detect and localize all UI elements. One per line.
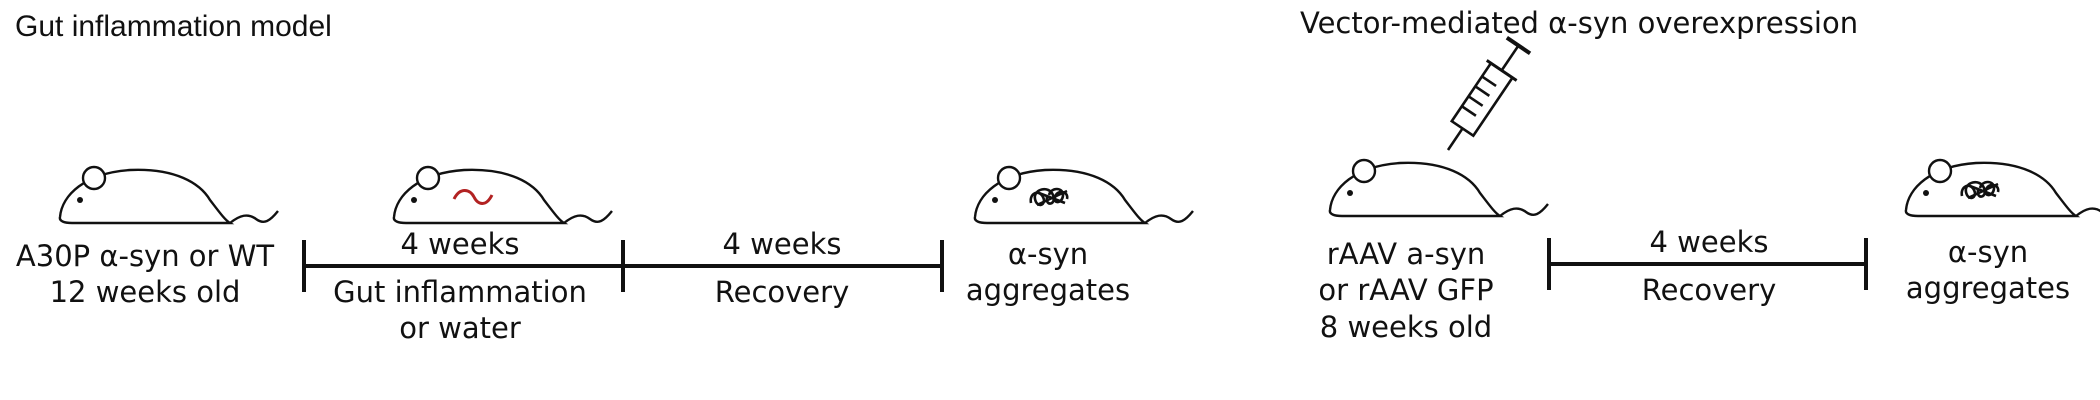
gut-inflammation-panel: Gut inflammation model [15, 10, 1194, 346]
syringe-icon [1446, 36, 1532, 151]
phase-recovery-duration: 4 weeks [1649, 225, 1769, 259]
vector-timeline-art [1328, 36, 2100, 290]
timeline-gut [302, 240, 944, 292]
aggregate-icon [1029, 187, 1069, 207]
phase-inflammation-duration: 4 weeks [400, 227, 520, 261]
timeline-vector [1547, 238, 1868, 290]
mouse-icon [58, 165, 279, 225]
end-label: α-syn aggregates [965, 237, 1131, 308]
inflamed-gut-icon [452, 189, 494, 205]
panel-title: Gut inflammation model [15, 10, 332, 43]
end-label: α-syn aggregates [1905, 235, 2071, 306]
gut-timeline-art [58, 165, 1194, 292]
vector-overexpression-panel: Vector-mediated α-syn overexpression [1300, 0, 2100, 400]
start-label: A30P α-syn or WT 12 weeks old [15, 239, 275, 310]
mouse-icon [392, 165, 613, 225]
phase-recovery-duration: 4 weeks [722, 227, 842, 261]
phase-inflammation-label: Gut inflammation or water [333, 275, 587, 346]
start-label: rAAV a-syn or rAAV GFP 8 weeks old [1318, 237, 1494, 344]
aggregate-icon [1960, 180, 2000, 200]
mouse-icon [1328, 158, 1549, 218]
phase-recovery-label: Recovery [1641, 273, 1777, 307]
phase-recovery-label: Recovery [714, 275, 850, 309]
mouse-icon [973, 165, 1194, 225]
panel-title: Vector-mediated α-syn overexpression [1300, 6, 1859, 40]
mouse-icon [1904, 158, 2100, 218]
